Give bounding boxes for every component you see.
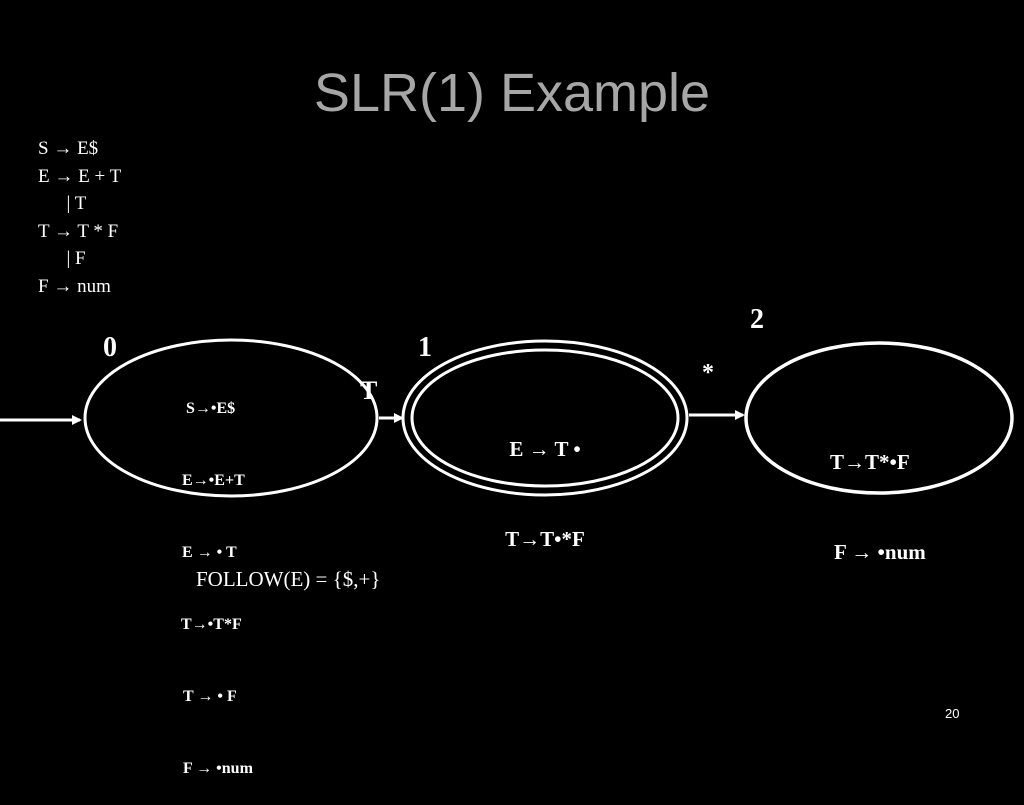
state-1-node-inner — [410, 348, 680, 488]
lr-item: T → • F — [183, 688, 237, 705]
grammar-rule: | F — [38, 248, 86, 269]
state-1-node-outer — [401, 339, 689, 497]
grammar-rule: T → T * F — [38, 220, 119, 242]
lr-item: F → •num — [183, 760, 253, 777]
lr-item: T→T•*F — [505, 527, 585, 551]
slide-title: SLR(1) Example — [313, 63, 711, 123]
lr-item: F → •num — [834, 540, 926, 564]
state-0-label: 0 — [103, 332, 117, 363]
follow-set: FOLLOW(E) = {$,+} — [196, 567, 381, 591]
grammar-rule: E → E + T — [38, 165, 122, 187]
lr-item: T→T*•F — [830, 450, 910, 474]
lr-item: E → T • — [509, 437, 581, 461]
state-2-node — [744, 341, 1014, 495]
lr-item: E → • T — [182, 544, 237, 561]
page-number: 20 — [945, 706, 960, 721]
grammar-rules: S → E$ E → E + T | T T → T * F | F F → n… — [38, 135, 121, 300]
state-1-items: E → T • T→T•*F — [490, 374, 600, 584]
state-1-label: 1 — [418, 332, 432, 363]
state-2-items: T→T*•F F → •num — [812, 387, 926, 597]
lr-item: S→•E$ — [186, 400, 236, 417]
grammar-rule: F → num — [38, 275, 111, 297]
grammar-rule: S → E$ — [38, 138, 99, 159]
transition-symbol-T: T — [360, 376, 378, 405]
grammar-rule: | T — [38, 193, 87, 214]
lr-item: T→•T*F — [181, 616, 242, 633]
lr-item: E→•E+T — [182, 472, 245, 489]
state-0-node — [83, 338, 379, 498]
automaton-diagram — [0, 338, 1014, 498]
transition-symbol-star: * — [702, 360, 714, 386]
state-2-label: 2 — [750, 304, 764, 335]
